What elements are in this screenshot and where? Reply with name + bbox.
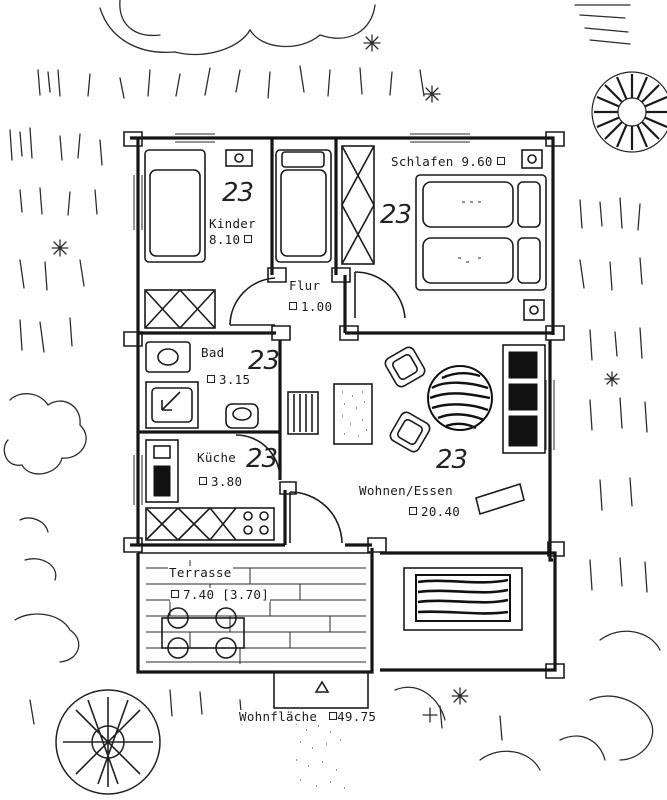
- area-marker-icon: [244, 235, 253, 243]
- area-marker-icon: [409, 507, 417, 515]
- room-name: Terrasse: [169, 565, 232, 580]
- room-area-terrasse: 7.40 [3.70]: [170, 587, 271, 602]
- room-area: 9.60: [461, 154, 493, 169]
- room-area-bad: 3.15: [206, 372, 252, 387]
- wohnflaeche-area: 49.75: [337, 709, 377, 724]
- entrance: [273, 671, 369, 789]
- room-area: 1.00: [301, 299, 333, 314]
- area-marker-icon: [496, 157, 505, 165]
- temperature-note-wohnen: 23: [436, 445, 468, 475]
- door-swings: [229, 271, 406, 544]
- room-name: Wohnen/Essen: [359, 483, 453, 498]
- round-table: [427, 365, 493, 431]
- room-area-flur: 1.00: [288, 299, 334, 314]
- room-name: Küche: [197, 450, 237, 465]
- room-name: Kinder: [209, 216, 256, 231]
- temperature-note-schlafen: 23: [380, 200, 412, 230]
- wohnflaeche-name: Wohnfläche: [239, 709, 318, 724]
- room-label-bad: Bad: [200, 345, 226, 360]
- area-marker-icon: [199, 477, 207, 485]
- bad-fixtures: [145, 341, 259, 429]
- room-label-terrasse: Terrasse: [168, 566, 233, 580]
- room-label-kinder: Kinder: [208, 217, 257, 231]
- area-marker-icon: [207, 375, 215, 383]
- room-label-kueche: Küche: [196, 450, 238, 465]
- wardrobe: [341, 145, 375, 265]
- kinder-furniture: [144, 149, 332, 330]
- area-marker-icon: [171, 590, 179, 598]
- room-name: Schlafen: [391, 154, 454, 169]
- room-area: 3.15: [219, 372, 251, 387]
- room-name: Flur: [289, 278, 321, 293]
- wohnflaeche-label: Wohnfläche 49.75: [238, 709, 378, 724]
- temperature-note-kueche: 23: [246, 444, 278, 474]
- area-marker-icon: [329, 712, 338, 720]
- schlafen-furniture: [415, 149, 547, 321]
- room-area-kinder: 8.10: [208, 232, 254, 247]
- room-area-wohnen: 20.40: [408, 504, 462, 519]
- kueche-fixtures: [145, 439, 275, 541]
- building-walls: [123, 131, 565, 679]
- room-area: 8.10: [209, 232, 241, 247]
- room-area: 3.80: [211, 474, 243, 489]
- landscape-sketch: [3, 0, 667, 795]
- temperature-note-bad: 23: [248, 346, 280, 376]
- room-area-kueche: 3.80: [198, 474, 244, 489]
- tree-top-right: [591, 71, 667, 153]
- wohnen-furniture: [333, 344, 546, 631]
- room-label-flur: Flur: [288, 278, 322, 293]
- flur-rack: [287, 391, 319, 435]
- room-area: 7.40 [3.70]: [183, 587, 270, 602]
- room-label-wohnen: Wohnen/Essen: [358, 484, 454, 498]
- area-marker-icon: [289, 302, 297, 310]
- room-name: Bad: [201, 345, 225, 360]
- temperature-note-kinder: 23: [222, 178, 254, 208]
- room-area: 20.40: [421, 504, 461, 519]
- tree-bottom-left: [55, 689, 161, 795]
- room-label-schlafen: Schlafen 9.60: [390, 155, 506, 169]
- terrasse-decking: [146, 560, 366, 664]
